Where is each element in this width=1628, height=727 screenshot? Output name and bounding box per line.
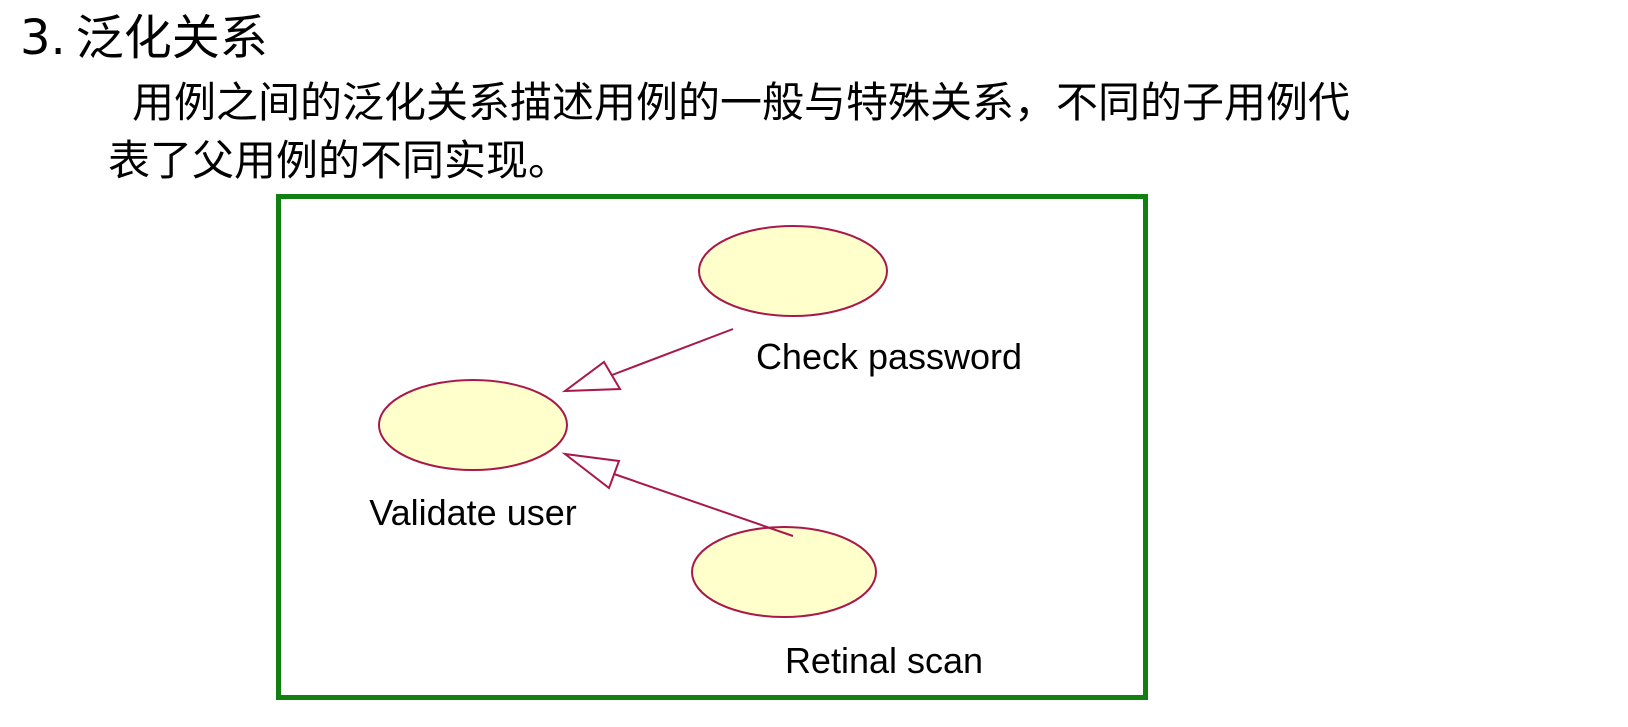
- generalization-arrowhead-check-password: [561, 360, 622, 393]
- generalization-line-retinal-scan: [613, 473, 794, 537]
- use-case-retinal-scan: [691, 526, 877, 618]
- heading-title: 泛化关系: [75, 10, 268, 66]
- use-case-diagram: Check password Validate user Retinal sca…: [369, 225, 1022, 681]
- use-case-label-retinal-scan: Retinal scan: [785, 640, 983, 681]
- use-case-validate-user: [378, 379, 568, 471]
- heading-number: 3.: [20, 10, 66, 66]
- description-paragraph: 用例之间的泛化关系描述用例的一般与特殊关系，不同的子用例代 表了父用例的不同实现…: [108, 74, 1608, 190]
- generalization-arrowhead-retinal-scan: [561, 452, 621, 490]
- use-case-check-password: [698, 225, 888, 317]
- paragraph-line-1: 用例之间的泛化关系描述用例的一般与特殊关系，不同的子用例代: [132, 78, 1351, 127]
- generalization-line-check-password: [611, 328, 734, 376]
- slide-heading: 3.泛化关系: [20, 8, 268, 68]
- paragraph-line-2: 表了父用例的不同实现。: [108, 136, 571, 185]
- use-case-diagram-frame: Check password Validate user Retinal sca…: [276, 194, 1148, 700]
- use-case-label-validate-user: Validate user: [369, 492, 576, 533]
- use-case-label-check-password: Check password: [756, 336, 1022, 377]
